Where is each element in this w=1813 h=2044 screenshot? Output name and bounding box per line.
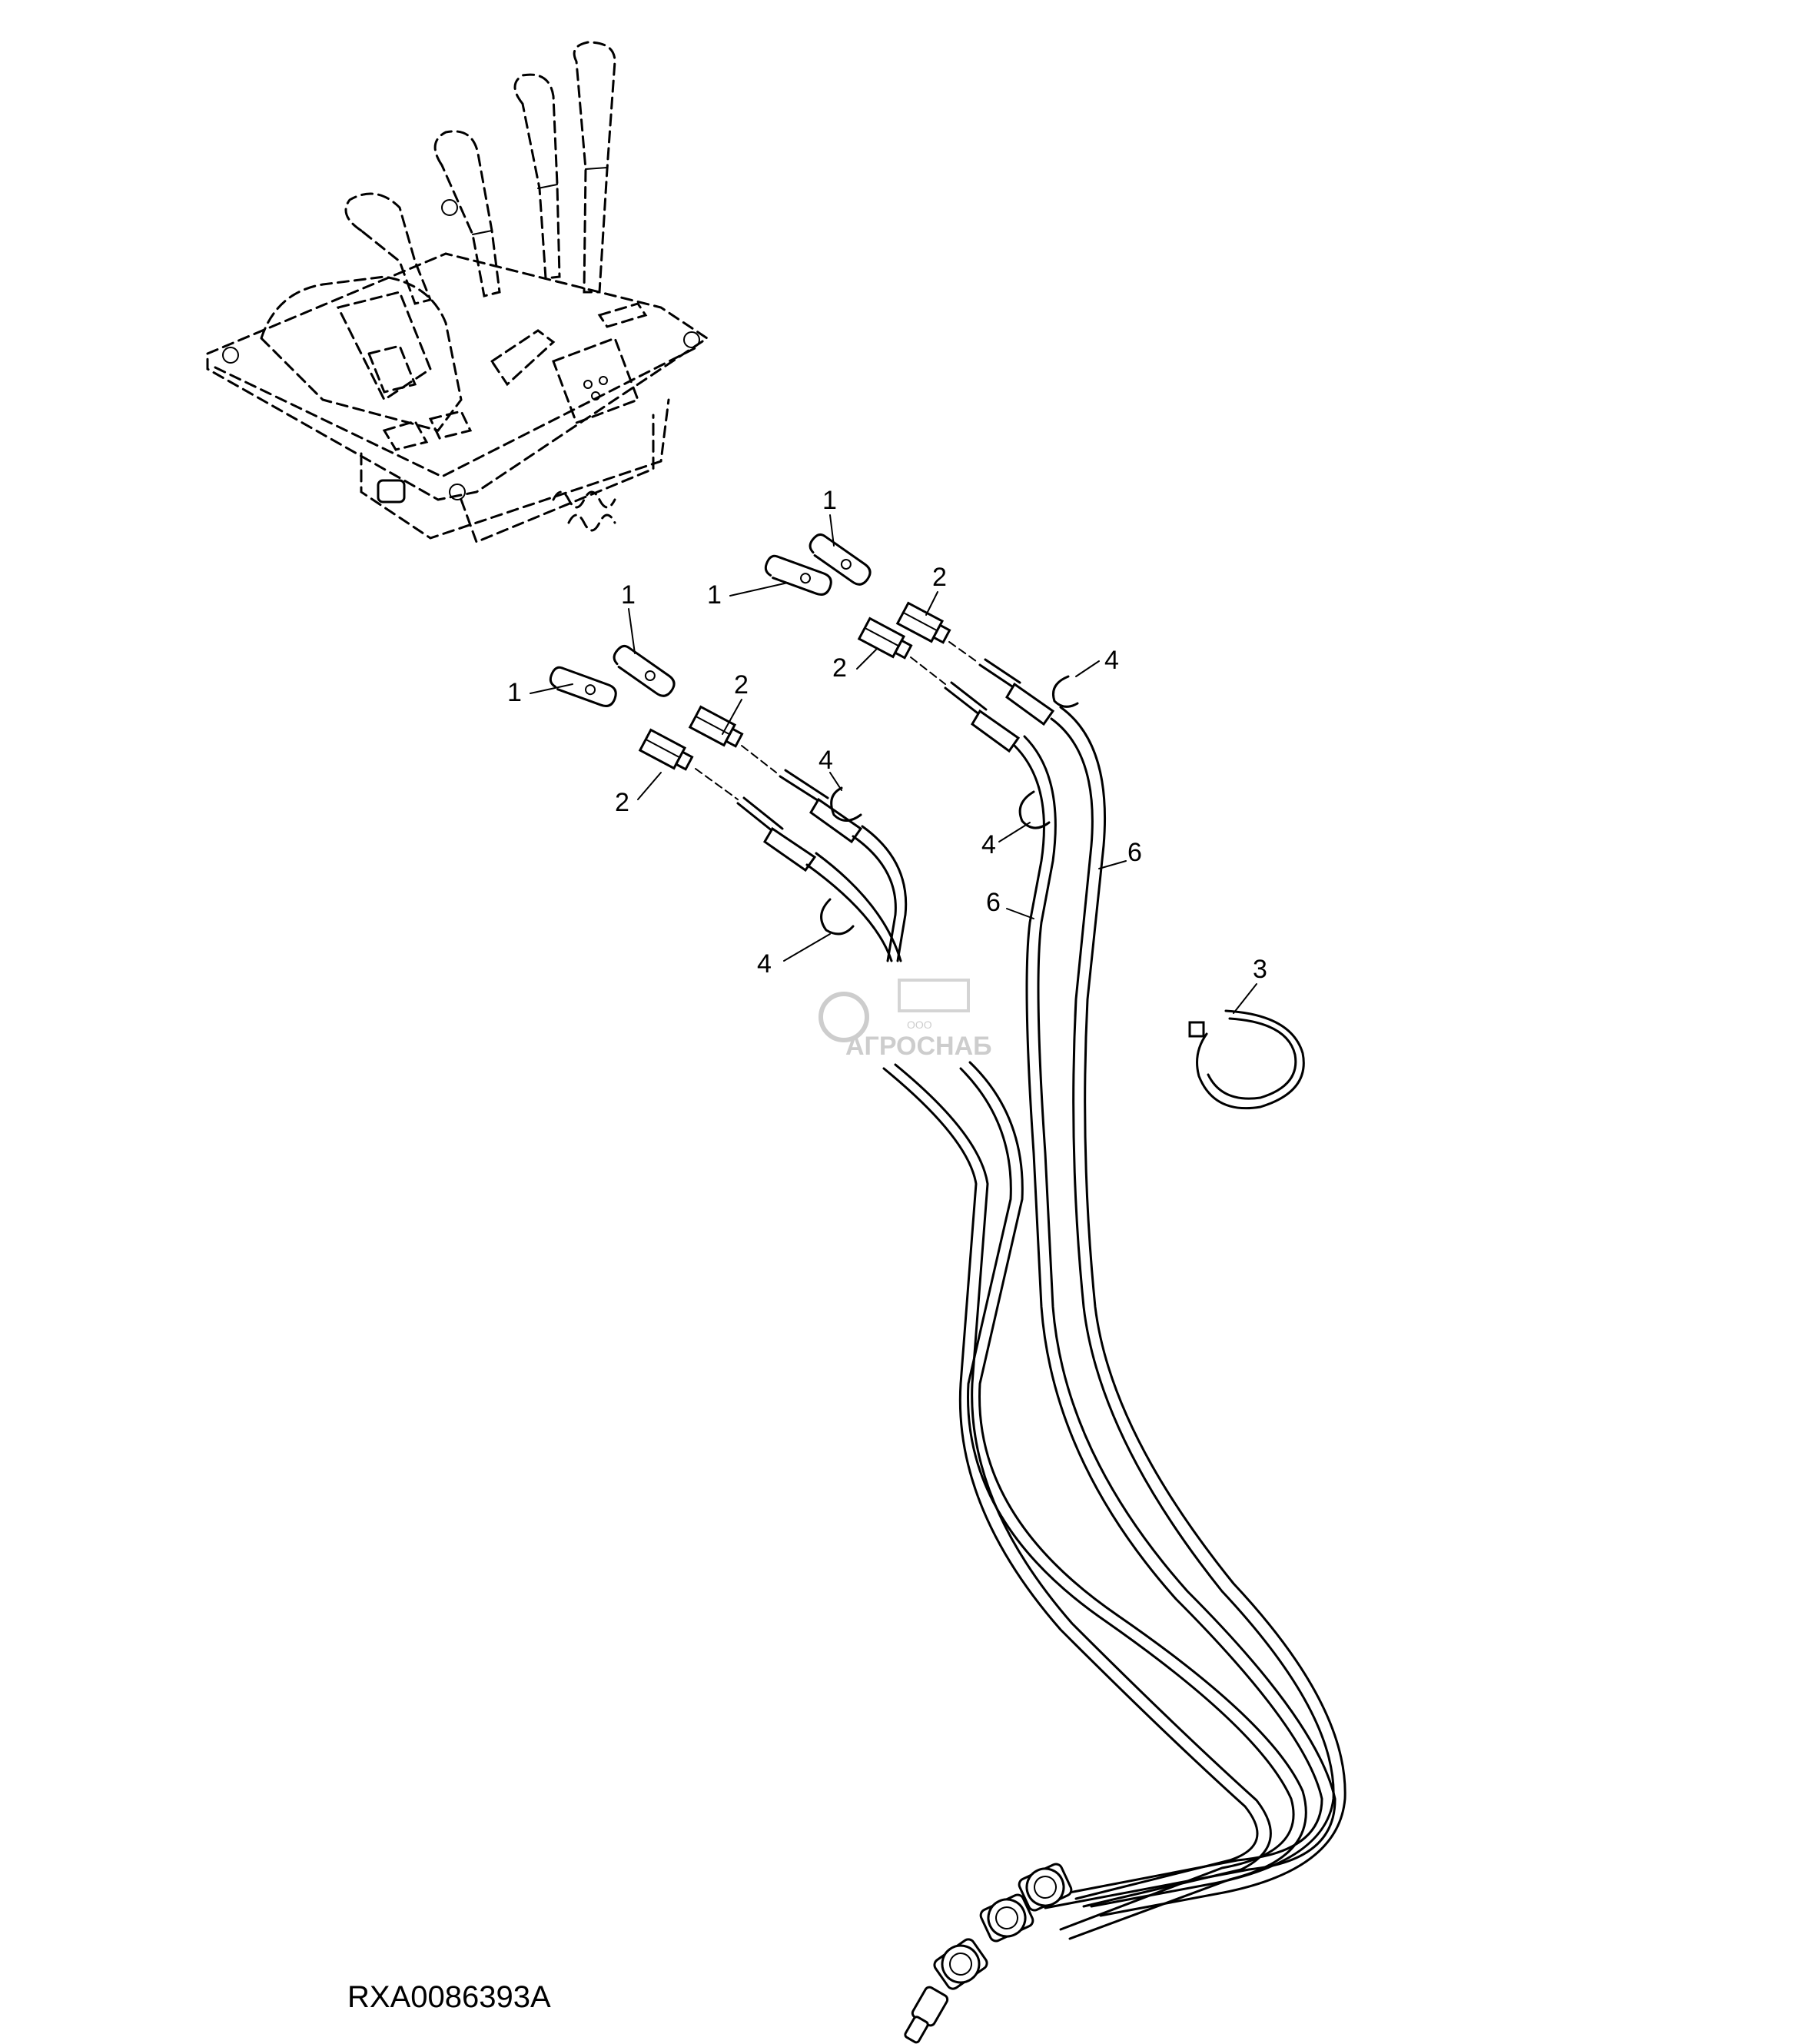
clevis	[895, 601, 951, 644]
callout-2: 2	[734, 670, 749, 700]
callout-2: 2	[615, 788, 629, 817]
callout-leaders	[530, 514, 1257, 1014]
retaining-clip-group	[549, 533, 872, 707]
callout-4: 4	[757, 949, 772, 979]
cable-end-group	[736, 658, 1055, 872]
callout-4: 4	[819, 746, 833, 775]
cable-strap	[1188, 1009, 1305, 1110]
callout-1: 1	[707, 580, 722, 610]
control-console	[206, 41, 709, 543]
cable-end-fitting	[933, 1938, 988, 1990]
e-clip-group	[820, 675, 1079, 936]
clevis-group	[638, 601, 977, 800]
callout-1: 1	[822, 486, 837, 515]
callout-4: 4	[1104, 646, 1119, 675]
clevis	[688, 705, 744, 748]
callout-6: 6	[1127, 838, 1142, 867]
svg-text:АГРОСНАБ: АГРОСНАБ	[845, 1032, 992, 1061]
callout-6: 6	[986, 888, 1001, 917]
callout-1: 1	[507, 678, 522, 707]
callout-3: 3	[1253, 955, 1267, 984]
callout-2: 2	[932, 563, 947, 592]
callout-4: 4	[981, 830, 996, 859]
callout-2: 2	[832, 653, 847, 683]
cable-end-fitting	[904, 1986, 949, 2044]
control-cables	[805, 706, 1346, 2044]
clevis	[638, 728, 694, 771]
cable-end-fitting	[1018, 1863, 1073, 1912]
retaining-clip	[549, 666, 617, 707]
callout-labels: 1 1 1 1 2 2 2 2 3 4 4 4 4 6 6	[507, 486, 1267, 984]
callout-1: 1	[621, 580, 636, 610]
watermark: ООО АГРОСНАБ	[819, 979, 992, 1061]
retaining-clip	[809, 533, 872, 586]
cable-end-fitting	[979, 1893, 1034, 1943]
figure-id: RXA0086393A	[347, 1980, 551, 2014]
retaining-clip	[764, 554, 832, 596]
clevis	[857, 617, 913, 660]
svg-text:ООО: ООО	[907, 1019, 932, 1031]
retaining-clip	[613, 644, 676, 697]
